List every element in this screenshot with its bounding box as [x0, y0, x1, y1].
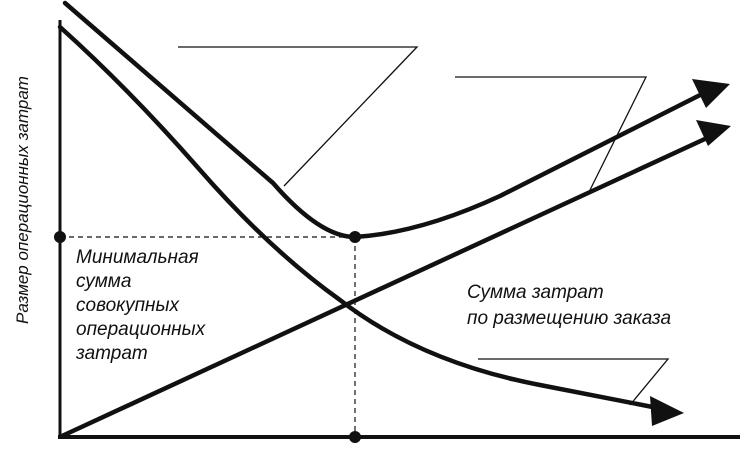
leader-line-total-cost — [178, 46, 419, 187]
min-total-cost-label: Минимальная сумма совокупных операционны… — [75, 247, 210, 364]
x-axis-optimum-point — [349, 431, 361, 443]
total-cost-arrowhead — [692, 79, 730, 108]
min-total-cost-point — [349, 231, 361, 243]
y-axis-label: Размер операционных затрат — [13, 76, 32, 324]
order-cost-curve — [57, 24, 671, 413]
y-axis-min-point — [54, 231, 66, 243]
min-total-cost-label-line-4: операционных — [76, 319, 207, 340]
min-total-cost-label-line-5: затрат — [75, 343, 148, 364]
total-cost-curve — [62, 0, 713, 240]
min-total-cost-label-line-1: Минимальная — [76, 247, 199, 268]
leader-line-holding-cost — [455, 76, 648, 191]
holding-cost-line — [59, 129, 723, 439]
min-total-cost-label-line-2: сумма — [76, 271, 131, 292]
order-cost-arrowhead — [650, 396, 684, 426]
min-total-cost-label-line-3: совокупных — [76, 295, 180, 316]
holding-cost-arrowhead — [696, 120, 731, 146]
order-cost-label-line-2: по размещению заказа — [467, 308, 671, 329]
leader-line-order-cost — [478, 358, 670, 406]
order-cost-label: Сумма затрат по размещению заказа — [467, 282, 671, 329]
order-cost-label-line-1: Сумма затрат — [467, 282, 604, 303]
